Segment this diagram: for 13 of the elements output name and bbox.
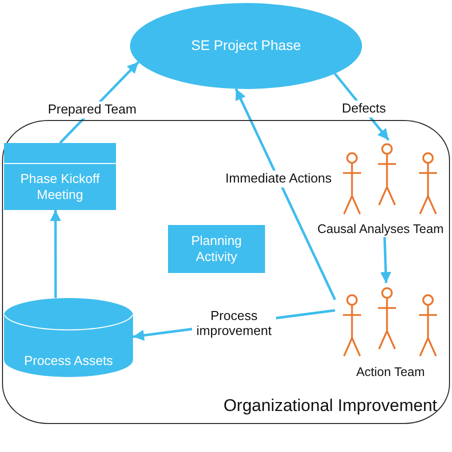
team-label: Causal Analyses Team [317, 222, 444, 237]
process-box [168, 225, 265, 273]
arrow [380, 236, 392, 284]
node-label: SE Project Phase [191, 37, 301, 55]
node-label: Phase Kickoff Meeting [19, 170, 101, 204]
arrow [234, 88, 336, 300]
node-label: Planning Activity [190, 232, 243, 266]
process-box [4, 143, 116, 210]
region-frame [2, 120, 450, 424]
region-label: Organizational Improvement [223, 396, 437, 416]
node-label: Process Assets [24, 353, 113, 369]
arrow [50, 210, 61, 298]
team-label: Action Team [356, 365, 425, 380]
